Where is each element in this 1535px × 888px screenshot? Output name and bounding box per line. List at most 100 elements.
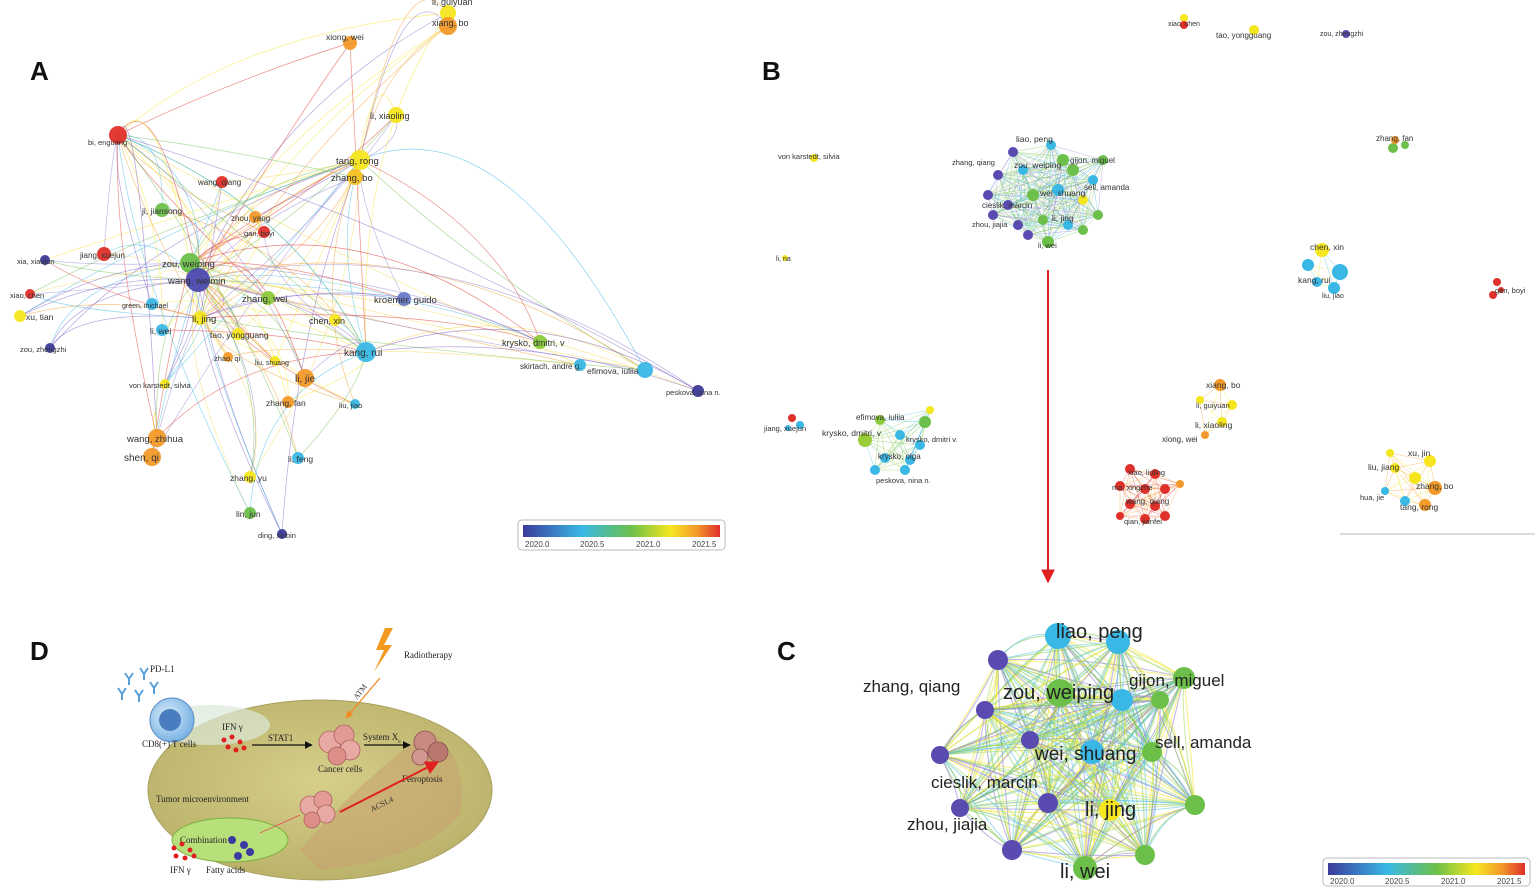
panel-b-label-xiao-chen: xiao, chen (1168, 21, 1200, 28)
panel-a-label-liu-jiao: liu, jiao (339, 401, 362, 410)
panel-a-edge (117, 12, 449, 136)
panel-b-edge (1042, 214, 1099, 221)
panel-c-edge (984, 709, 1111, 811)
panel-b-label-xiong-wei: xiong, wei (1162, 435, 1198, 444)
panel-a-edge (227, 348, 367, 358)
panel-b-edge (987, 194, 1099, 216)
panel-b-node (1003, 200, 1013, 210)
panel-b-node (1116, 512, 1124, 520)
panel-a-node-wang-zhihua (148, 429, 166, 447)
panel-b-edge (864, 439, 911, 461)
panel-b-edge (997, 169, 1074, 176)
panel-b-edge (1119, 505, 1156, 517)
panel-b-edge (879, 419, 926, 423)
panel-b-node (1125, 464, 1135, 474)
panel-b-node (858, 433, 872, 447)
panel-a-edge (365, 329, 699, 392)
panel-b-letter: B (762, 56, 781, 86)
panel-a-edge (197, 279, 289, 403)
system-xc-main: System X (363, 732, 399, 742)
panel-b-node (1401, 141, 1409, 149)
panel-b-node (1023, 230, 1033, 240)
panel-a-edge (197, 264, 699, 392)
panel-a-label-lin-jun: lin, jun (236, 509, 261, 519)
panel-b-node (1180, 21, 1188, 29)
panel-a-edge (199, 317, 257, 478)
panel-c-edge (1047, 641, 1119, 804)
panel-b-node (1302, 259, 1314, 271)
panel-b-edge (1129, 468, 1166, 490)
panel-a-edge (117, 134, 158, 439)
panel-a-edge (117, 42, 351, 136)
panel-b-edge (987, 189, 1059, 196)
panel-c-edge (984, 709, 1146, 856)
panel-a-label-tang-rong: tang, rong (336, 156, 379, 167)
panel-b-label-tang-rong: tang, rong (1400, 502, 1439, 512)
panel-b-node (1150, 501, 1160, 511)
panel-a-edge (117, 134, 699, 392)
panel-b-edge (1027, 199, 1084, 236)
panel-c-edge (959, 807, 1086, 869)
panel-c-edge (995, 659, 1013, 851)
panel-a-label-shen-qi: shen, qi (124, 453, 159, 464)
panel-b-edge (1022, 169, 1049, 243)
panel-a-label-ding-xinbin: ding, xinbin (258, 531, 296, 540)
tme-label: Tumor microenvironment (156, 794, 249, 804)
panel-b-node (1381, 487, 1389, 495)
panel-a-node-chen-xin (329, 314, 341, 326)
panel-c-edges (939, 632, 1196, 869)
panel-b-label-zhang-qiang: zhang, qiang (952, 158, 995, 167)
panel-a-colorbar: 2020.0 2020.5 2021.0 2021.5 (517, 519, 726, 551)
panel-b-edge (987, 159, 1104, 196)
panel-c-edge (959, 796, 1196, 809)
panel-b-label-wei-shuang: wei, shuang (1039, 188, 1086, 198)
panel-b-node (1400, 496, 1410, 506)
cd8-label: CD8(+) T cells (142, 739, 197, 749)
panel-c-edge (984, 699, 1161, 711)
panel-a-label-chen-xin: chen, xin (309, 316, 345, 326)
panel-b-node (1046, 140, 1056, 150)
panel-b-node (1176, 480, 1184, 488)
panel-a-edge (49, 262, 191, 349)
panel-b-edge (1047, 159, 1104, 243)
panel-a-edge (297, 351, 367, 459)
panel-c-edge (959, 709, 986, 809)
panel-b-node (1489, 291, 1497, 299)
panel-c-edge (1117, 641, 1147, 856)
panel-a-node-gan-boyi (258, 226, 270, 238)
panel-a-edge (161, 209, 367, 353)
panel-a-node-zhang-yu (244, 471, 256, 483)
panel-b-node (875, 415, 885, 425)
panel-a-label-wang-zhihua: wang, zhihua (126, 434, 184, 445)
panel-b-label-xiao-liuling: xiao, liuling (1128, 468, 1165, 477)
panel-b-edge (1384, 460, 1431, 492)
panel-b-node (1493, 278, 1501, 286)
panel-b-node (1342, 30, 1350, 38)
panel-c-node-zhou-jiajia (1002, 840, 1022, 860)
panel-a-node-li-xiaoling (388, 107, 404, 123)
panel-c-edge (1144, 677, 1185, 856)
panel-b-label-tao-yongguang: tao, yongguang (1216, 31, 1271, 40)
panel-b-edge (1032, 194, 1069, 226)
panel-b-edge (997, 174, 1034, 196)
panel-a-label-jiang-xuejun: jiang, xuejun (79, 251, 125, 260)
panel-b-node (1424, 455, 1436, 467)
panel-a-label-xu-tian: xu, tian (26, 312, 54, 322)
panel-a-edge (199, 317, 276, 362)
panel-b-edge (879, 419, 906, 471)
panel-a-edge (359, 159, 541, 343)
panel-b-node (1063, 220, 1073, 230)
panel-b-node (1498, 287, 1504, 293)
panel-b-edge (1022, 144, 1052, 171)
panel-a-edge (197, 279, 367, 353)
panel-a-edge (19, 159, 361, 317)
panel-c-edge (1144, 699, 1161, 856)
panel-b-node (782, 255, 788, 261)
panel-c-edge (939, 754, 1196, 806)
panel-a-edge (117, 134, 581, 366)
panel-a-edge (44, 159, 361, 261)
panel-b-edge (1199, 399, 1206, 436)
panel-b-node (1067, 164, 1079, 176)
